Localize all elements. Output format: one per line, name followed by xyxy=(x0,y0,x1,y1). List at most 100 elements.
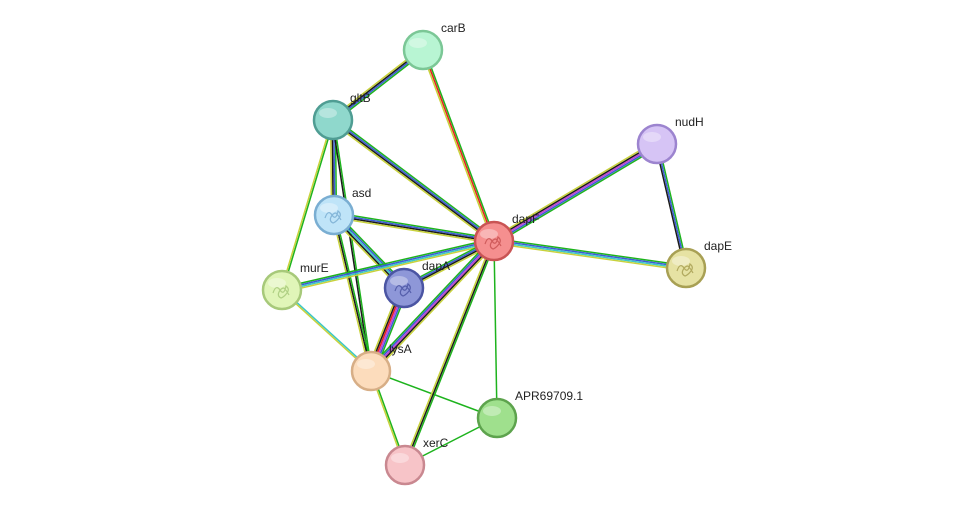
edge-channel xyxy=(331,121,494,244)
node-highlight xyxy=(357,359,375,369)
node-circle[interactable] xyxy=(473,220,515,262)
node-dapF[interactable]: dapF xyxy=(473,212,539,262)
edge-channel xyxy=(493,242,686,272)
edge-murE-dapF[interactable] xyxy=(281,237,495,294)
edge-channel xyxy=(493,241,686,270)
edge-channel xyxy=(656,143,687,269)
node-circle[interactable] xyxy=(476,397,518,439)
node-asd[interactable]: asd xyxy=(313,186,371,236)
edge-channel xyxy=(493,143,658,242)
node-dapE[interactable]: dapE xyxy=(665,239,732,289)
edge-channel xyxy=(333,118,495,241)
node-highlight xyxy=(319,108,337,118)
node-highlight xyxy=(268,278,286,288)
edge-channel xyxy=(281,239,494,290)
edge-dapF-APR69709.1[interactable] xyxy=(493,240,498,419)
node-gltB[interactable]: gltB xyxy=(312,91,371,141)
node-circle[interactable] xyxy=(665,247,707,289)
edge-channel xyxy=(405,241,497,466)
edge-channel xyxy=(282,120,335,291)
node-murE[interactable]: murE xyxy=(261,261,329,311)
node-label: asd xyxy=(352,186,371,200)
node-label: dapF xyxy=(512,212,539,226)
edge-gltB-dapF[interactable] xyxy=(331,117,496,244)
node-highlight xyxy=(483,406,501,416)
edge-lysA-dapF[interactable] xyxy=(368,238,497,374)
edge-channel xyxy=(491,140,656,239)
edge-channel xyxy=(332,120,494,243)
node-dapA[interactable]: dapA xyxy=(383,259,450,309)
node-circle[interactable] xyxy=(350,350,392,392)
node-label: gltB xyxy=(350,91,371,105)
protein-structure-icon xyxy=(394,282,412,297)
edge-channel xyxy=(493,240,498,419)
edge-channel xyxy=(334,213,495,241)
node-circle[interactable] xyxy=(402,29,444,71)
node-highlight xyxy=(320,203,338,213)
edge-gltB-lysA[interactable] xyxy=(331,119,373,372)
edge-channel xyxy=(280,119,333,290)
node-label: xerC xyxy=(423,436,449,450)
edge-channel xyxy=(654,144,686,269)
edge-carB-dapF[interactable] xyxy=(420,49,497,242)
nodes-layer: carB gltB nudH asd dapF dapE murE dapA lysA APR69… xyxy=(261,21,732,486)
edge-channel xyxy=(657,143,689,268)
edge-channel xyxy=(333,215,494,243)
edge-channel xyxy=(331,120,371,372)
edge-channel xyxy=(334,214,374,371)
node-circle[interactable] xyxy=(383,267,425,309)
protein-structure-icon xyxy=(676,262,694,277)
node-label: lysA xyxy=(389,342,412,356)
edge-channel xyxy=(404,240,495,466)
edge-nudH-dapE[interactable] xyxy=(654,143,689,269)
edge-channel xyxy=(370,240,495,372)
edge-channel xyxy=(281,237,494,289)
edge-channel xyxy=(494,144,659,244)
edge-channel xyxy=(282,242,495,294)
edge-channel xyxy=(423,49,497,241)
edge-channel xyxy=(368,238,493,370)
node-circle[interactable] xyxy=(384,444,426,486)
node-circle[interactable] xyxy=(313,194,355,236)
node-carB[interactable]: carB xyxy=(402,21,466,71)
node-label: murE xyxy=(300,261,329,275)
edge-channel xyxy=(420,50,494,242)
protein-structure-icon xyxy=(272,284,290,299)
edge-channel xyxy=(494,237,687,267)
node-circle[interactable] xyxy=(636,123,678,165)
node-label: nudH xyxy=(675,115,704,129)
edge-channel xyxy=(282,241,495,292)
node-label: dapA xyxy=(422,259,450,273)
node-highlight xyxy=(480,229,498,239)
edge-channel xyxy=(372,242,497,374)
edge-channel xyxy=(369,239,494,371)
node-highlight xyxy=(643,132,661,142)
edge-channel xyxy=(371,241,496,373)
node-circle[interactable] xyxy=(261,269,303,311)
node-label: dapE xyxy=(704,239,732,253)
edge-channel xyxy=(492,141,657,241)
edge-dapF-xerC[interactable] xyxy=(402,240,497,466)
node-label: carB xyxy=(441,21,466,35)
edge-gltB-murE[interactable] xyxy=(280,119,335,291)
node-highlight xyxy=(409,38,427,48)
edge-asd-dapF[interactable] xyxy=(333,211,495,245)
protein-structure-icon xyxy=(324,209,342,224)
node-APR69709.1[interactable]: APR69709.1 xyxy=(476,389,583,439)
node-highlight xyxy=(672,256,690,266)
node-highlight xyxy=(390,276,408,286)
edge-channel xyxy=(333,117,496,240)
node-nudH[interactable]: nudH xyxy=(636,115,704,165)
node-lysA[interactable]: lysA xyxy=(350,342,412,392)
node-circle[interactable] xyxy=(312,99,354,141)
edge-channel xyxy=(333,214,372,372)
edge-dapF-dapE[interactable] xyxy=(493,237,687,272)
node-xerC[interactable]: xerC xyxy=(384,436,449,486)
edge-channel xyxy=(494,239,687,268)
edge-channel xyxy=(402,240,494,465)
node-label: APR69709.1 xyxy=(515,389,583,403)
edge-asd-lysA[interactable] xyxy=(331,214,374,372)
edge-nudH-dapF[interactable] xyxy=(491,140,660,245)
edge-channel xyxy=(333,216,494,245)
